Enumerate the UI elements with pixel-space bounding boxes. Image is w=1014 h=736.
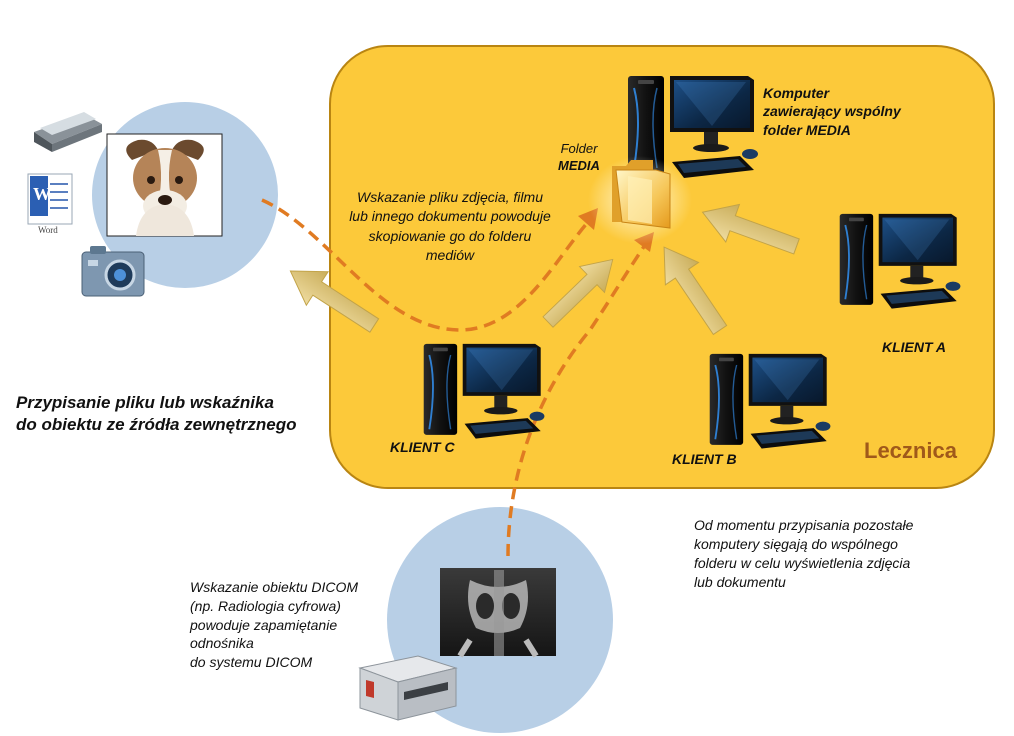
note-copy-line3: skopiowanie go do folderu	[368, 227, 532, 244]
note-copy-line1: Wskazanie pliku zdjęcia, filmu	[357, 189, 543, 205]
dashed-arrow-copy	[261, 198, 590, 332]
folder-label-line1: Folder	[560, 141, 598, 156]
client-b-computer-icon	[708, 352, 832, 450]
client-c-computer-icon	[422, 342, 546, 440]
note-assign-line1: Przypisanie pliku lub wskaźnika	[16, 393, 274, 412]
folder-label-line2: MEDIA	[558, 158, 600, 174]
server-label-line2: zawierający wspólny	[763, 103, 901, 120]
dashed-arrow-dicom	[506, 244, 647, 557]
word-icon: W	[27, 173, 73, 225]
note-dicom: Wskazanie obiektu DICOM (np. Radiologia …	[190, 578, 358, 672]
svg-text:W: W	[33, 184, 51, 204]
dog-photo	[106, 133, 223, 237]
note-dicom-line1: Wskazanie obiektu DICOM	[190, 579, 359, 595]
note-shared-line3: folderu w celu wyświetlenia zdjęcia	[694, 555, 911, 572]
scanner-icon	[34, 112, 102, 152]
note-dicom-line3: powoduje zapamiętanie	[190, 616, 338, 633]
folder-label: Folder MEDIA	[546, 140, 612, 174]
note-assign-line2: do obiektu ze źródła zewnętrznego	[16, 415, 297, 435]
server-label-line3: folder MEDIA	[763, 121, 851, 138]
note-dicom-line2: (np. Radiologia cyfrowa)	[190, 597, 341, 614]
note-shared-line2: komputery sięgają do wspólnego	[694, 536, 898, 553]
note-shared-line1: Od momentu przypisania pozostałe	[694, 517, 914, 533]
clinic-name: Lecznica	[864, 438, 957, 463]
note-shared-line4: lub dokumentu	[694, 574, 786, 591]
server-label-line1: Komputer	[763, 85, 830, 101]
xray-image	[440, 568, 556, 658]
camera-icon	[81, 246, 145, 297]
client-c-label: KLIENT C	[390, 439, 455, 455]
folder-icon	[588, 156, 692, 244]
note-dicom-line4: odnośnika	[190, 635, 254, 652]
note-copy-line4: mediów	[425, 246, 475, 263]
note-dicom-line5: do systemu DICOM	[190, 654, 313, 670]
client-a-computer-icon	[838, 212, 962, 310]
client-b-label: KLIENT B	[672, 451, 737, 467]
server-label: Komputer zawierający wspólny folder MEDI…	[763, 84, 963, 139]
dicom-device-icon	[358, 655, 458, 721]
client-a-label: KLIENT A	[882, 339, 947, 355]
word-icon-label: Word	[38, 225, 58, 235]
note-copy-line2: lub innego dokumentu powoduje	[349, 208, 551, 225]
dashed-arrows	[261, 198, 647, 557]
note-assign: Przypisanie pliku lub wskaźnika do obiek…	[16, 392, 297, 436]
note-shared: Od momentu przypisania pozostałe kompute…	[694, 516, 913, 592]
note-copy: Wskazanie pliku zdjęcia, filmu lub inneg…	[318, 188, 582, 265]
